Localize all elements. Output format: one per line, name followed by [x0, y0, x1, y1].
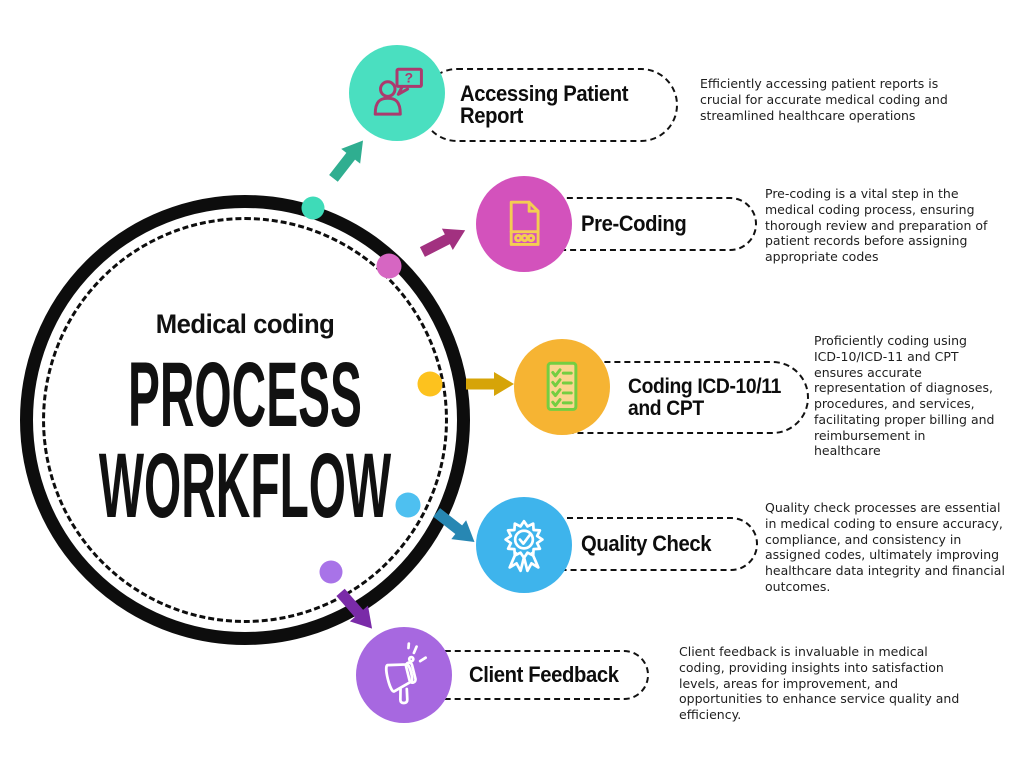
document-icon — [509, 200, 540, 246]
arrow-coding-icd-cpt — [466, 372, 514, 396]
step-description: Proficiently coding using ICD-10/ICD-11 … — [814, 333, 995, 459]
step-title: Pre-Coding — [581, 210, 687, 236]
step-description: Pre-coding is a vital step in the medica… — [765, 186, 988, 264]
step-capsule-accessing-patient-report: Accessing Patient Report — [420, 68, 678, 142]
arrow-accessing-patient-report — [329, 140, 364, 182]
step-description: Efficiently accessing patient reports is… — [700, 76, 948, 123]
step-description: Client feedback is invaluable in medical… — [679, 644, 960, 722]
step-circle-coding-icd-cpt — [514, 339, 610, 435]
title-kicker: Medical coding — [155, 309, 335, 340]
megaphone-icon — [384, 642, 427, 705]
svg-text:?: ? — [405, 69, 413, 85]
central-circle: Medical coding PROCESS WORKFLOW — [20, 195, 470, 645]
step-circle-pre-coding — [476, 176, 572, 272]
title-line-workflow: WORKFLOW — [98, 434, 392, 537]
central-title-block: Medical coding PROCESS WORKFLOW — [33, 208, 457, 632]
step-circle-quality-check — [476, 497, 572, 593]
step-title: Accessing Patient Report — [460, 80, 629, 128]
central-circle-dashed-ring — [42, 217, 448, 623]
step-description: Quality check processes are essential in… — [765, 500, 1005, 594]
step-circle-accessing-patient-report: ? — [349, 45, 445, 141]
award-badge-icon — [504, 519, 544, 573]
person-question-icon: ? — [373, 67, 423, 116]
step-title: Coding ICD-10/11 and CPT — [628, 375, 781, 420]
checklist-icon — [546, 361, 578, 411]
step-title: Client Feedback — [469, 661, 619, 687]
title-line-process: PROCESS — [128, 344, 362, 447]
step-title: Quality Check — [581, 530, 712, 556]
step-circle-client-feedback — [356, 627, 452, 723]
